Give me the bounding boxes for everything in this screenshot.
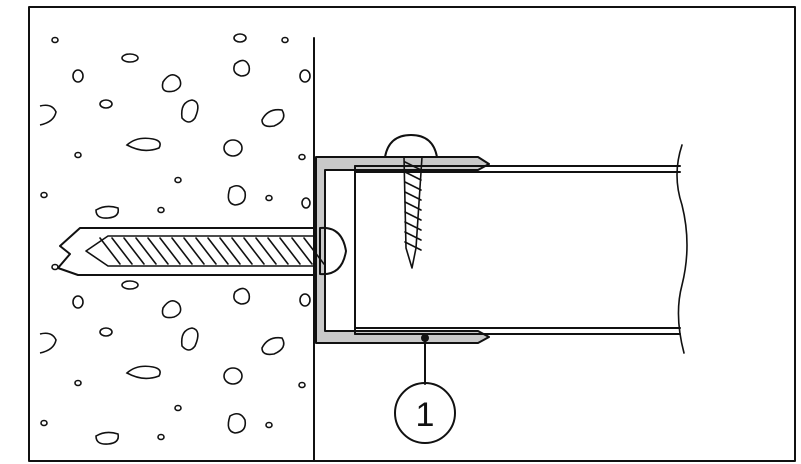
screw-thread-line	[404, 221, 422, 231]
screw-thread-line	[404, 231, 422, 241]
callout-number: 1	[416, 396, 435, 434]
top-screw	[384, 134, 438, 269]
panel-sheet	[354, 144, 688, 354]
screw-thread-line	[279, 237, 301, 265]
screw-thread-line	[404, 171, 422, 181]
screw-thread-line	[111, 237, 133, 265]
screw-thread-line	[207, 237, 229, 265]
screw-thread-line	[404, 161, 422, 171]
concrete-wall	[39, 33, 311, 445]
screw-thread-line	[231, 237, 253, 265]
wall-anchor	[57, 226, 347, 276]
screw-thread-line	[195, 237, 217, 265]
screw-thread-line	[404, 181, 422, 191]
screw-thread-line	[99, 237, 121, 265]
screw-thread-line	[159, 237, 181, 265]
screw-thread-line	[404, 211, 422, 221]
screw-thread-line	[243, 237, 265, 265]
screw-thread-line	[135, 237, 157, 265]
screw-thread-line	[291, 237, 313, 265]
screw-thread-line	[255, 237, 277, 265]
u-profile	[315, 156, 490, 344]
screw-thread-line	[404, 201, 422, 211]
callout-1: 1	[394, 334, 456, 444]
screw-thread-line	[171, 237, 193, 265]
screw-thread-line	[219, 237, 241, 265]
frame-border	[28, 6, 796, 462]
screw-thread-line	[267, 237, 289, 265]
screw-thread-line	[404, 191, 422, 201]
screw-thread-line	[123, 237, 145, 265]
screw-thread-line	[183, 237, 205, 265]
screw-thread-line	[147, 237, 169, 265]
screw-thread-line	[404, 241, 422, 251]
